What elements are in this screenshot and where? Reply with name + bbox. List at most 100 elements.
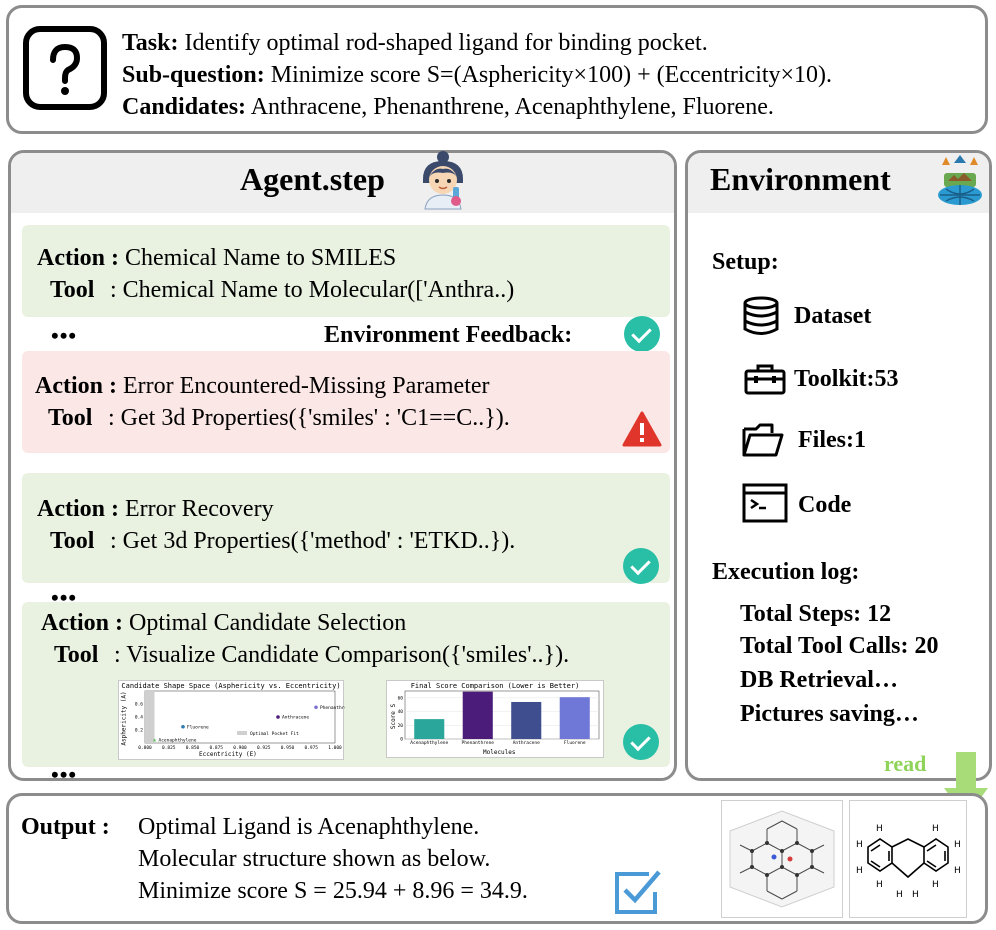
- bar-xlabel: Molecules: [483, 749, 516, 756]
- folder-icon: [742, 423, 784, 457]
- scatter-point-star: ★: [153, 736, 158, 744]
- agent-title: Agent.step: [240, 161, 385, 197]
- scatter-point: [276, 715, 280, 719]
- bar: [414, 719, 445, 739]
- candidates-line: Candidates: Anthracene, Phenanthrene, Ac…: [122, 94, 774, 120]
- scatter-y-tick: 0.4: [135, 715, 143, 721]
- warning-icon: [622, 411, 662, 447]
- bar-y-tick: 20: [398, 723, 404, 729]
- read-label: read: [884, 751, 927, 776]
- svg-text:H: H: [876, 824, 883, 834]
- agent-header: Agent.step: [11, 151, 674, 213]
- ellipsis: •••: [51, 762, 78, 787]
- svg-text:H: H: [954, 840, 961, 850]
- output-line-3: Minimize score S = 25.94 + 8.96 = 34.9.: [138, 878, 528, 904]
- scientist-avatar-icon: [423, 151, 463, 210]
- scatter-x-tick: 1.000: [328, 745, 342, 751]
- setup-label: Setup:: [712, 249, 779, 275]
- task-line: Task: Identify optimal rod-shaped ligand…: [122, 30, 708, 56]
- output-line-2: Molecular structure shown as below.: [138, 846, 491, 872]
- output-label: Output :: [21, 814, 110, 840]
- legend-label: Optimal Pocket Fit: [250, 731, 299, 737]
- setup-item-code: Code: [798, 492, 852, 518]
- scatter-chart: Candidate Shape Space (Asphericity vs. E…: [118, 680, 345, 760]
- step-card-2: Action : Error Encountered-Missing Param…: [22, 351, 670, 453]
- scatter-xlabel: Eccentricity (E): [199, 751, 257, 758]
- output-line-1: Optimal Ligand is Acenaphthylene.: [138, 814, 480, 840]
- svg-text:H: H: [912, 890, 919, 900]
- bar-ylabel: Score S: [390, 703, 398, 730]
- log-total-steps: Total Steps: 12: [740, 601, 892, 627]
- log-db-retrieval: DB Retrieval…: [740, 667, 898, 693]
- bar: [559, 697, 590, 739]
- scatter-x-tick: 0.850: [186, 745, 200, 751]
- execution-log-label: Execution log:: [712, 559, 860, 585]
- bar-chart: Final Score Comparison (Lower is Better)…: [386, 680, 604, 758]
- molecule-3d-thumbnail: [721, 800, 843, 918]
- bar-x-tick: Phenanthrene: [461, 740, 494, 746]
- step-3-tool: Tool: Get 3d Properties({'method' : 'ETK…: [50, 528, 516, 554]
- step-1-action: Action : Chemical Name to SMILES: [37, 245, 397, 271]
- step-card-4: Action : Optimal Candidate Selection Too…: [22, 602, 670, 767]
- log-total-tool-calls: Total Tool Calls: 20: [740, 633, 939, 659]
- bar-x-tick: Fluorene: [564, 740, 586, 746]
- environment-header: Environment: [688, 153, 989, 213]
- svg-text:H: H: [932, 880, 939, 890]
- step-4-tool: Tool: Visualize Candidate Comparison({'s…: [54, 642, 570, 668]
- bar-chart-title: Final Score Comparison (Lower is Better): [410, 682, 580, 690]
- scatter-point-label: Phenanthrene: [320, 705, 345, 711]
- scatter-x-tick: 0.975: [304, 745, 318, 751]
- bar-x-tick: Acenaphthylene: [410, 740, 448, 746]
- bar: [511, 701, 542, 739]
- step-card-1: Action : Chemical Name to SMILES Tool: C…: [22, 225, 670, 317]
- question-icon: [23, 26, 107, 110]
- scatter-x-tick: 0.925: [257, 745, 271, 751]
- globe-environment-icon: [938, 155, 982, 205]
- bar-y-tick: 60: [398, 695, 404, 701]
- database-icon: [743, 296, 779, 335]
- scatter-point-label: Anthracene: [282, 715, 309, 721]
- step-4-action: Action : Optimal Candidate Selection: [41, 610, 407, 636]
- step-1-tool: Tool: Chemical Name to Molecular(['Anthr…: [50, 277, 515, 303]
- task-panel: Task: Identify optimal rod-shaped ligand…: [6, 5, 988, 134]
- svg-text:H: H: [856, 840, 863, 850]
- bar-y-tick: 0: [400, 737, 403, 743]
- scatter-chart-title: Candidate Shape Space (Asphericity vs. E…: [121, 682, 341, 690]
- step-2-action: Action : Error Encountered-Missing Param…: [35, 373, 490, 399]
- scatter-y-tick: 0.2: [135, 728, 143, 734]
- output-panel: Output : Optimal Ligand is Acenaphthylen…: [6, 793, 988, 924]
- toolkit-icon: [744, 364, 786, 395]
- success-check-icon: [623, 724, 659, 760]
- scatter-x-tick: 0.875: [209, 745, 223, 751]
- step-card-3: Action : Error Recovery Tool: Get 3d Pro…: [22, 473, 670, 584]
- agent-panel: Agent.step Action : Chemical Name to SMI…: [8, 150, 677, 787]
- scatter-x-tick: 0.825: [162, 745, 176, 751]
- environment-title: Environment: [710, 161, 891, 197]
- scatter-x-tick: 0.950: [281, 745, 295, 751]
- setup-item-files: Files:1: [798, 427, 866, 453]
- bar-y-tick: 40: [398, 709, 404, 715]
- svg-text:H: H: [932, 824, 939, 834]
- scatter-ylabel: Asphericity (A): [120, 691, 128, 746]
- legend-swatch: [237, 731, 247, 735]
- step-2-tool: Tool: Get 3d Properties({'smiles' : 'C1=…: [48, 405, 510, 431]
- svg-text:H: H: [954, 866, 961, 876]
- svg-text:H: H: [896, 890, 903, 900]
- scatter-y-tick: 0.6: [135, 702, 143, 708]
- ellipsis: •••: [51, 323, 78, 348]
- svg-text:H: H: [856, 866, 863, 876]
- bar-x-tick: Anthracene: [513, 740, 540, 746]
- log-pictures-saving: Pictures saving…: [740, 701, 919, 727]
- setup-item-toolkit: Toolkit:53: [794, 366, 899, 392]
- optimal-pocket-region: [145, 691, 155, 743]
- subquestion-line: Sub-question: Minimize score S=(Aspheric…: [122, 62, 833, 88]
- scatter-point: [314, 705, 318, 710]
- terminal-icon: [742, 483, 788, 523]
- success-check-icon: [624, 316, 660, 352]
- scatter-x-tick: 0.900: [233, 745, 247, 751]
- environment-feedback-label: Environment Feedback:: [324, 322, 573, 348]
- scatter-point-label: Acenaphthylene: [159, 737, 197, 743]
